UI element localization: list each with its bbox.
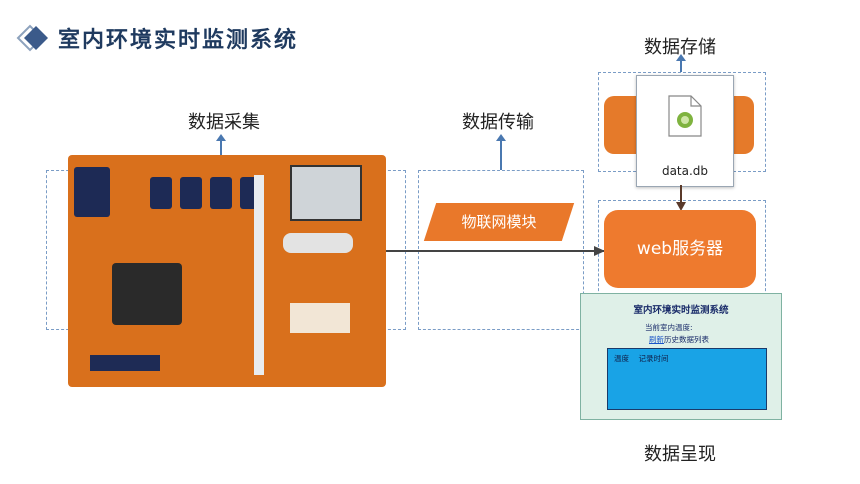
web-page-preview: 室内环境实时监测系统 当前室内温度: 刷新历史数据列表 温度 记录时间 [580, 293, 782, 420]
connection-line [386, 250, 604, 252]
page-title: 室内环境实时监测系统 [58, 27, 299, 53]
arrow-down-icon [676, 202, 686, 211]
refresh-link[interactable]: 刷新 [649, 335, 664, 344]
hardware-board-image [68, 155, 386, 387]
history-label: 历史数据列表 [664, 335, 709, 344]
web-page-title: 室内环境实时监测系统 [633, 305, 729, 316]
database-file-name: data.db [661, 164, 709, 178]
label-presentation: 数据呈现 [644, 444, 716, 465]
database-cylinder-left [604, 96, 636, 154]
storage-server-line [680, 185, 682, 207]
database-cylinder-right [732, 96, 754, 154]
iot-module-label: 物联网模块 [461, 213, 537, 231]
arrow-up-transmission [496, 134, 506, 170]
history-line: 刷新历史数据列表 [649, 334, 709, 345]
label-transmission: 数据传输 [462, 112, 534, 133]
database-file-icon [668, 95, 702, 137]
current-temp-label: 当前室内温度: [645, 323, 693, 332]
arrow-up-storage [676, 54, 686, 72]
label-acquisition: 数据采集 [188, 112, 260, 133]
label-storage: 数据存储 [644, 37, 716, 58]
history-table: 温度 记录时间 [607, 348, 767, 410]
database-file-card: data.db [636, 75, 734, 187]
diamond-logo-icon [16, 24, 48, 52]
history-table-header: 温度 记录时间 [614, 354, 669, 363]
web-server-box: web服务器 [604, 210, 756, 288]
arrow-right-icon [594, 246, 605, 256]
